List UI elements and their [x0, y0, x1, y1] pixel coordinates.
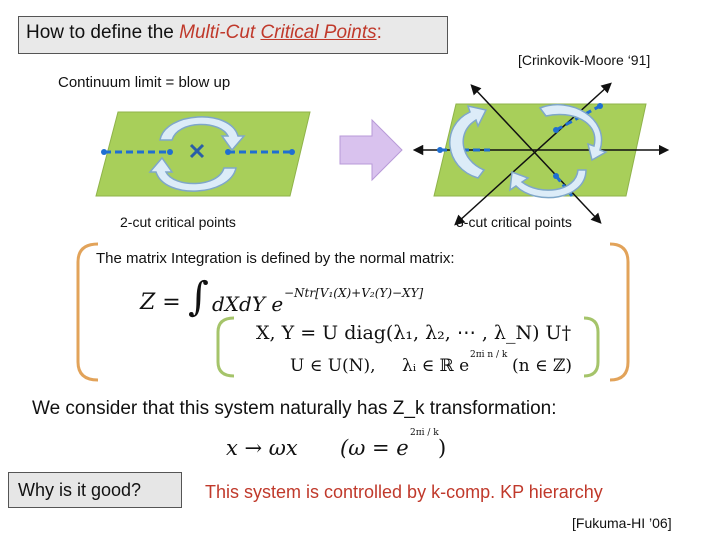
- right-curved-arrow-top: [538, 103, 608, 162]
- math-omega-open: (ω = e: [340, 436, 409, 460]
- title-box: [18, 16, 448, 54]
- title-colon: :: [376, 22, 382, 43]
- matrix-sentence: The matrix Integration is defined by the…: [96, 250, 455, 267]
- continuum-label: Continuum limit = blow up: [58, 74, 231, 91]
- caption-2cut: 2-cut critical points: [120, 214, 236, 230]
- title-prefix: How to define the: [26, 22, 180, 43]
- math-integral: ∫: [188, 274, 209, 320]
- math-omega-exp: 2πi / k: [410, 428, 439, 438]
- reference-fukuma-hi: [Fukuma-HI ’06]: [572, 515, 672, 531]
- inner-bracket-left: [216, 316, 235, 378]
- math-exponent: −Ntr[V₁(X)+V₂(Y)−XY]: [284, 286, 424, 300]
- title-critical-points: Critical Points: [260, 22, 377, 43]
- left-cut-1-endpoint: [167, 149, 173, 155]
- left-cut-2-endpoint: [225, 149, 231, 155]
- controlled-statement: This system is controlled by k-comp. KP …: [205, 482, 603, 502]
- title-multicut: Multi-Cut: [179, 22, 256, 43]
- right-cut-3-endpoint: [553, 173, 559, 179]
- math-lambda: λᵢ ∈ ℝ e: [402, 356, 470, 376]
- left-plane: [95, 111, 311, 197]
- reference-crinkovik-moore: [Crinkovik-Moore ‘91]: [518, 52, 651, 68]
- math-omega-close: ): [438, 436, 447, 460]
- right-curved-arrow-bottom: [509, 169, 587, 199]
- axis-diag-2: [454, 82, 612, 226]
- inner-bracket-right: [583, 316, 600, 378]
- right-cut-2-endpoint: [553, 127, 559, 133]
- math-z: Z =: [140, 290, 181, 315]
- critical-point-cross: [189, 143, 205, 159]
- why-box: [8, 472, 182, 508]
- consider-sentence: We consider that this system naturally h…: [32, 398, 556, 420]
- consider-text: We consider that this system naturally h…: [32, 398, 557, 419]
- math-u: U ∈ U(N),: [290, 356, 376, 376]
- math-lambda-tail: (n ∈ ℤ): [512, 356, 573, 376]
- math-lambda-exp: 2πi n / k: [470, 350, 508, 360]
- right-cut-1-endpoint: [437, 147, 443, 153]
- why-label: Why is it good?: [18, 480, 142, 500]
- right-curved-arrow-left: [449, 104, 488, 179]
- math-integrand: dXdY e: [212, 292, 284, 316]
- right-cut-3: [554, 175, 574, 197]
- left-cut-1-endpoint: [101, 149, 107, 155]
- left-curved-arrow-top: [159, 116, 246, 152]
- math-transform: x → ωx: [226, 436, 298, 460]
- caption-3cut: 3-cut critical points: [456, 214, 572, 230]
- math-xy-diag: X, Y = U diag(λ₁, λ₂, ⋯ , λ_N) U†: [256, 322, 572, 344]
- right-cut-2-endpoint: [597, 103, 603, 109]
- slide-title: How to define the Multi-Cut Critical Poi…: [26, 22, 382, 44]
- left-curved-arrow-bottom: [148, 156, 237, 192]
- outer-bracket-left: [76, 242, 99, 382]
- left-cut-2-endpoint: [289, 149, 295, 155]
- outer-bracket-right: [609, 242, 630, 382]
- blow-up-arrow: [339, 118, 403, 182]
